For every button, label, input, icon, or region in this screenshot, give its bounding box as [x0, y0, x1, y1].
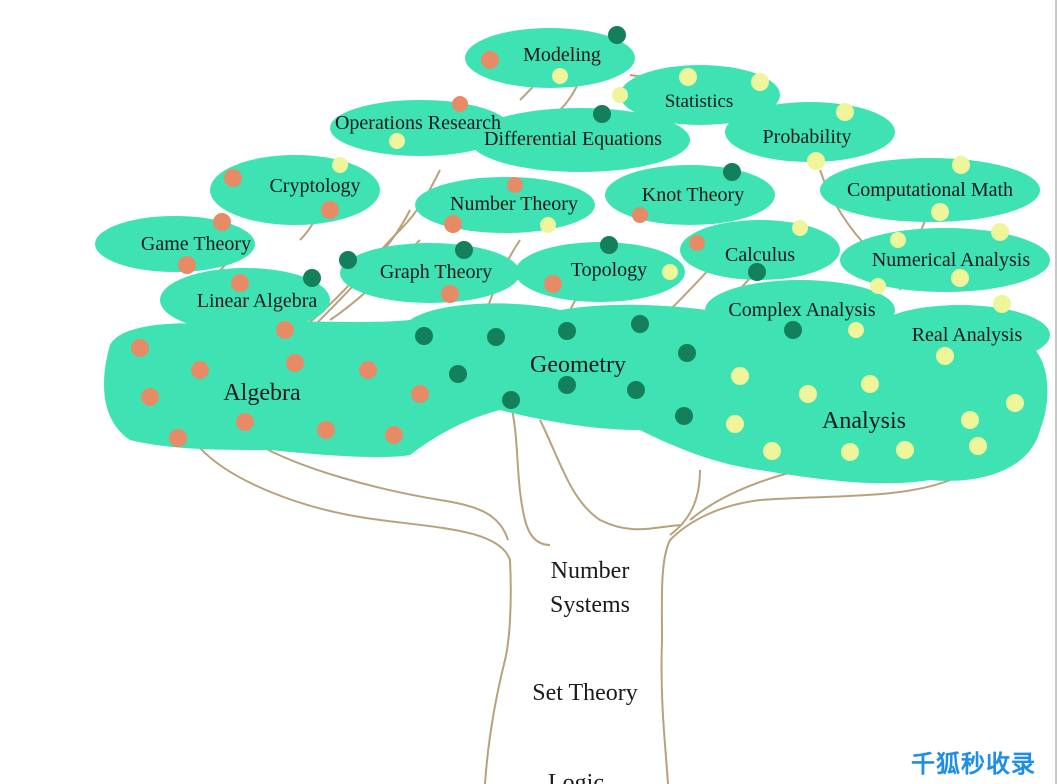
yellow-dots: [332, 68, 1024, 461]
label-operations-research: Operations Research: [335, 112, 501, 134]
label-real-analysis: Real Analysis: [912, 324, 1023, 346]
orange-dots: [131, 51, 705, 447]
trunk-labels: Number Systems Set Theory Logic: [532, 558, 638, 784]
label-number-theory: Number Theory: [450, 193, 578, 215]
label-modeling: Modeling: [523, 44, 601, 66]
label-computational-math: Computational Math: [847, 179, 1013, 201]
foliage: [95, 28, 1050, 484]
branch-labels: Modeling Statistics Operations Research …: [141, 44, 1030, 434]
label-complex-analysis: Complex Analysis: [728, 299, 875, 321]
label-statistics: Statistics: [665, 91, 734, 112]
label-graph-theory: Graph Theory: [380, 261, 492, 283]
label-analysis: Analysis: [822, 408, 906, 434]
label-number-systems-line2: Systems: [550, 592, 630, 618]
label-game-theory: Game Theory: [141, 233, 251, 255]
label-knot-theory: Knot Theory: [642, 184, 744, 206]
label-calculus: Calculus: [725, 244, 795, 266]
label-logic: Logic: [548, 770, 604, 784]
green-dots: [303, 26, 802, 425]
label-algebra: Algebra: [223, 380, 301, 406]
label-geometry: Geometry: [530, 352, 626, 378]
label-probability: Probability: [763, 126, 852, 148]
fruit-dots: [131, 26, 1024, 461]
label-cryptology: Cryptology: [269, 175, 360, 197]
watermark-logo: 千狐秒收录: [911, 750, 1036, 778]
label-set-theory: Set Theory: [532, 680, 638, 706]
label-linear-algebra: Linear Algebra: [197, 290, 318, 312]
label-numerical-analysis: Numerical Analysis: [872, 249, 1031, 271]
label-number-systems-line1: Number: [551, 558, 630, 584]
label-differential-equations: Differential Equations: [484, 128, 662, 150]
trunk: [199, 399, 951, 784]
label-topology: Topology: [571, 259, 647, 281]
